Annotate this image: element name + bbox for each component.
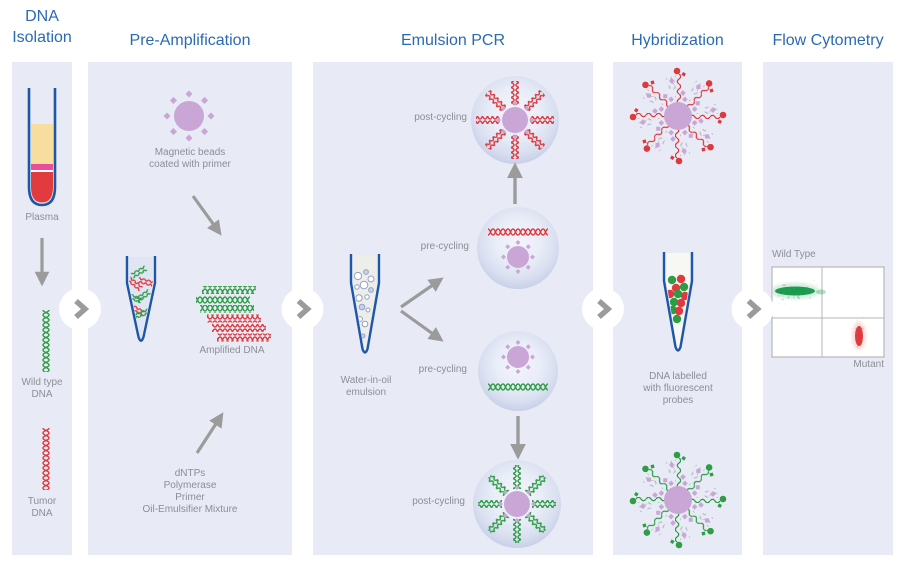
tumor-dna-label: Tumor DNA (27, 496, 57, 519)
pre-cycling-bottom-label: pre-cycling (418, 364, 467, 375)
post-cycling-bottom-label: post-cycling (412, 496, 465, 507)
title-pre-amplification: Pre-Amplification (129, 32, 251, 49)
emulsion-label: Water-in-oil emulsion (340, 375, 392, 398)
wildtype-dna-label: Wild type DNA (21, 377, 63, 400)
wild-type-axis-label: Wild Type (772, 249, 816, 260)
post-cycling-top-label: post-cycling (414, 112, 467, 123)
title-hybridization: Hybridization (631, 32, 724, 49)
labelled-dna-label: DNA labelled with fluorescent probes (643, 371, 713, 406)
panel-flow-cytometry (763, 62, 893, 555)
title-emulsion-pcr: Emulsion PCR (400, 32, 506, 49)
mutant-axis-label: Mutant (853, 359, 884, 370)
pre-cycling-top-label: pre-cycling (420, 241, 469, 252)
panel-emulsion-pcr (313, 62, 593, 555)
panel-pre-amplification (88, 62, 292, 555)
title-dna-isolation: DNA Isolation (12, 8, 72, 46)
amplified-dna-label: Amplified DNA (199, 345, 265, 356)
panel-hybridization (613, 62, 742, 555)
panel-dna-isolation (12, 62, 72, 555)
plasma-label: Plasma (25, 212, 59, 223)
mixture-label: dNTPs Polymerase Primer Oil-Emulsifier M… (142, 468, 238, 515)
title-flow-cytometry: Flow Cytometry (772, 32, 884, 49)
magnetic-beads-label: Magnetic beads coated with primer (149, 147, 231, 170)
